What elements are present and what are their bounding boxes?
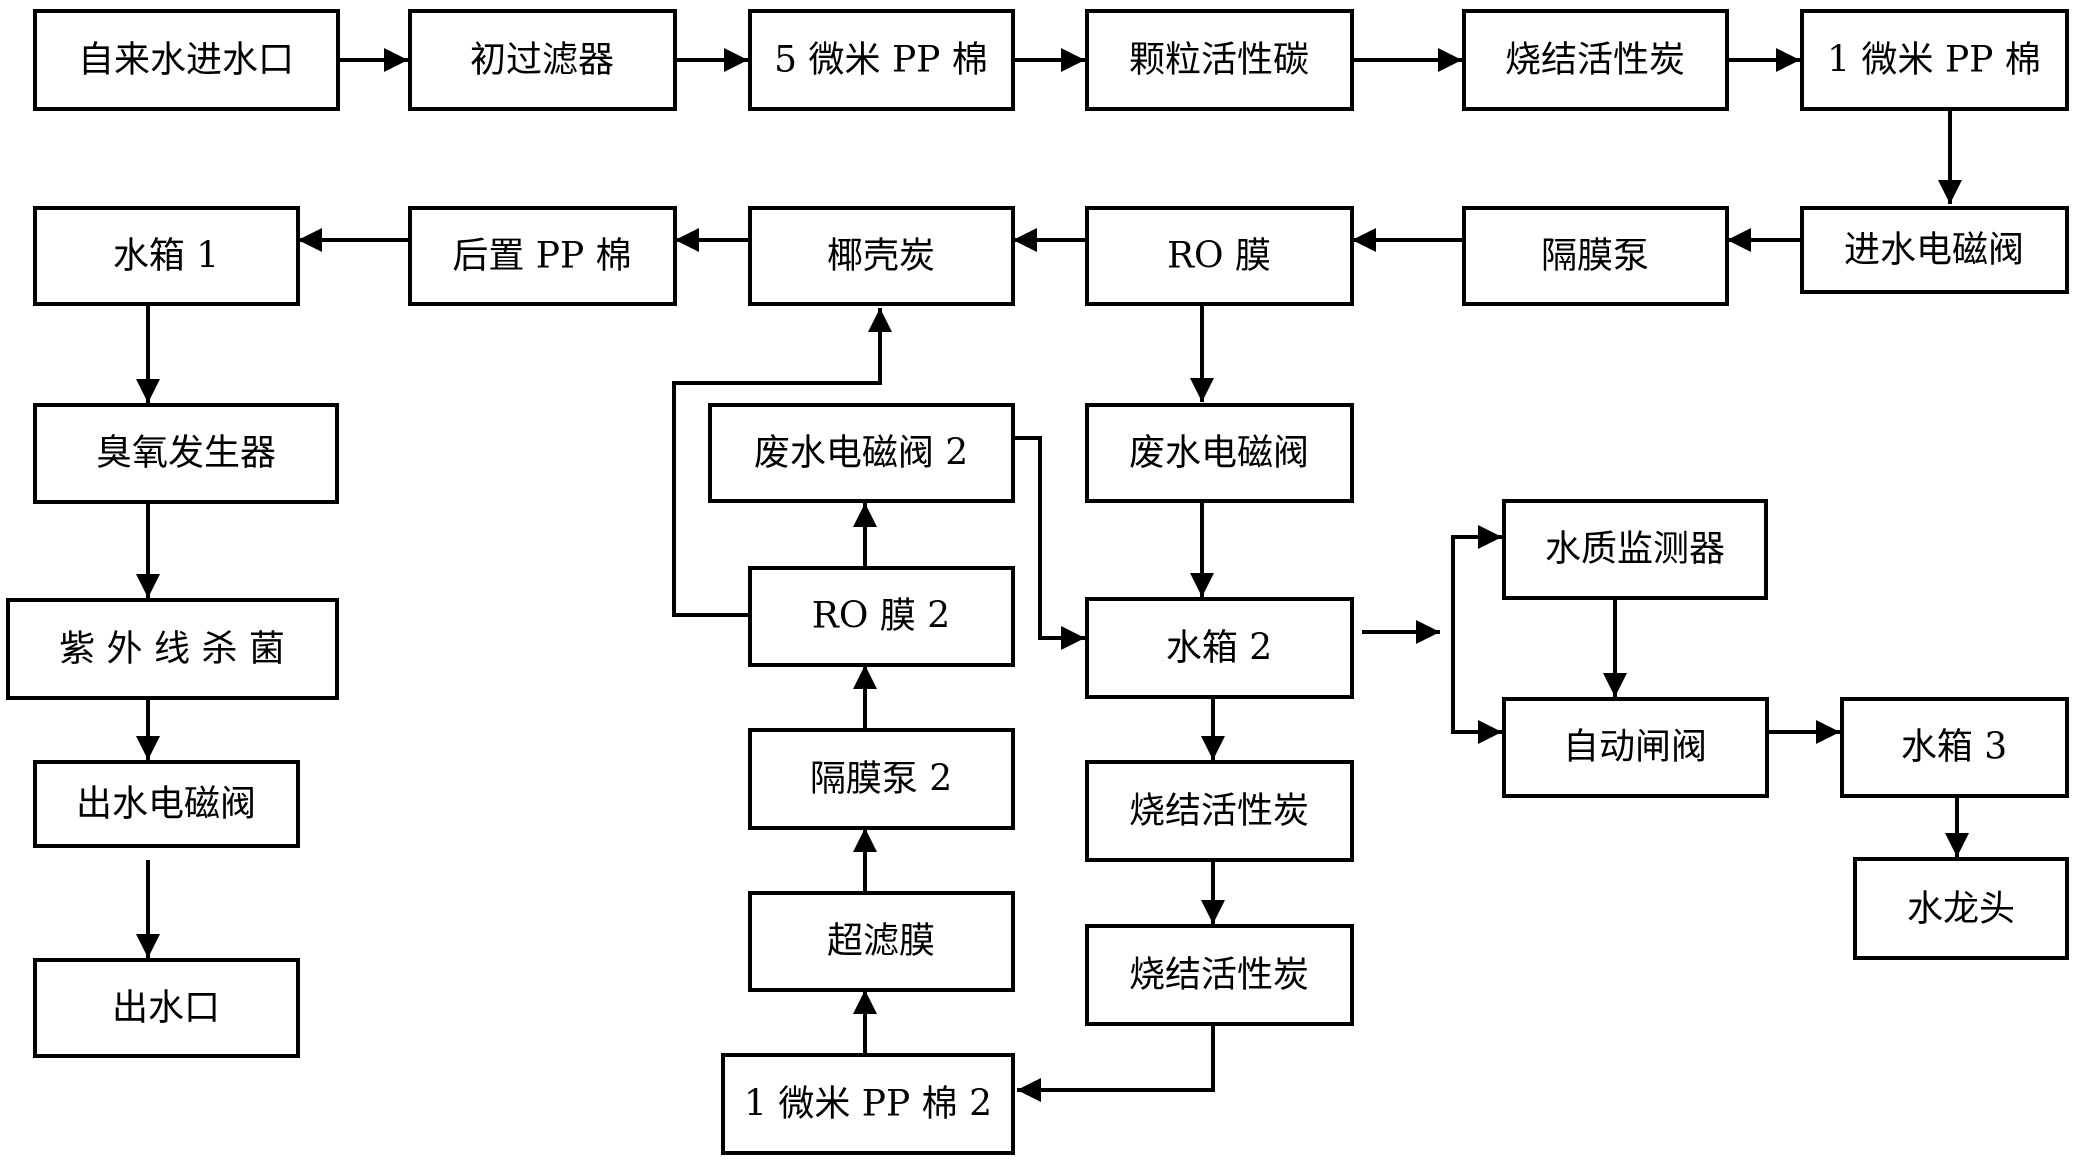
arrow-bracket-to-monitor: [1451, 525, 1502, 634]
node-waste-valve: 废水电磁阀: [1085, 403, 1354, 503]
arrow-bracket-to-gatevalve: [1451, 634, 1502, 744]
node-label: 出水口: [112, 988, 220, 1029]
node-tank3: 水箱 3: [1840, 697, 2069, 798]
node-post-pp: 后置 PP 棉: [408, 206, 677, 306]
node-label: 烧结活性炭: [1129, 955, 1309, 996]
arrow-sintered-b-to-pp1-2: [1017, 1024, 1215, 1102]
node-tank2: 水箱 2: [1085, 597, 1354, 699]
node-label: 水箱 2: [1166, 628, 1272, 669]
node-label: 紫 外 线 杀 菌: [59, 629, 285, 670]
node-pp1: 1 微米 PP 棉: [1800, 9, 2069, 111]
node-granular-carbon: 颗粒活性碳: [1085, 9, 1354, 111]
node-label: 自来水进水口: [78, 40, 294, 81]
node-label: 臭氧发生器: [96, 433, 276, 474]
node-diaphragm-pump: 隔膜泵: [1462, 206, 1729, 306]
node-quality-monitor: 水质监测器: [1502, 499, 1768, 600]
node-sintered-carbon-top: 烧结活性炭: [1462, 9, 1729, 111]
node-label: 水箱 3: [1901, 727, 2007, 768]
node-label: 水箱 1: [113, 236, 219, 277]
node-ultrafiltration: 超滤膜: [748, 891, 1015, 992]
node-label: 烧结活性炭: [1129, 791, 1309, 832]
node-label: 隔膜泵: [1541, 236, 1649, 277]
node-outlet: 出水口: [33, 958, 300, 1058]
node-diaphragm-pump2: 隔膜泵 2: [748, 728, 1015, 830]
node-faucet: 水龙头: [1853, 857, 2069, 960]
node-coconut-carbon: 椰壳炭: [748, 206, 1015, 306]
node-label: 超滤膜: [827, 921, 935, 962]
node-waste-valve2: 废水电磁阀 2: [708, 403, 1015, 503]
node-sintered-carbon-a: 烧结活性炭: [1085, 760, 1354, 862]
node-label: 进水电磁阀: [1844, 230, 2024, 271]
arrow-wastevalve2-to-tank2: [1013, 436, 1085, 650]
node-label: 5 微米 PP 棉: [774, 40, 988, 81]
connectors: [136, 48, 1969, 1102]
node-label: 烧结活性炭: [1505, 40, 1685, 81]
node-label: 1 微米 PP 棉 2: [744, 1084, 992, 1125]
node-pre-filter: 初过滤器: [408, 9, 677, 111]
node-label: 1 微米 PP 棉: [1827, 40, 2041, 81]
arrow-ro2-to-coconut: [672, 308, 892, 617]
node-ozone: 臭氧发生器: [33, 403, 339, 504]
node-tank1: 水箱 1: [33, 206, 300, 306]
node-label: 出水电磁阀: [76, 784, 256, 825]
node-label: RO 膜: [1167, 236, 1271, 277]
node-label: 自动闸阀: [1563, 727, 1707, 768]
node-label: 椰壳炭: [827, 236, 935, 277]
node-label: 隔膜泵 2: [810, 759, 952, 800]
node-uv: 紫 外 线 杀 菌: [6, 598, 339, 700]
node-pp5: 5 微米 PP 棉: [748, 9, 1015, 111]
node-label: 水质监测器: [1545, 529, 1725, 570]
node-label: 颗粒活性碳: [1129, 40, 1309, 81]
node-label: 废水电磁阀 2: [754, 433, 968, 474]
node-label: 初过滤器: [470, 40, 614, 81]
node-auto-gate-valve: 自动闸阀: [1502, 697, 1769, 798]
node-pp1-2: 1 微米 PP 棉 2: [721, 1053, 1015, 1155]
node-inlet-valve: 进水电磁阀: [1800, 206, 2069, 294]
node-ro-membrane2: RO 膜 2: [748, 566, 1015, 667]
node-label: 废水电磁阀: [1129, 433, 1309, 474]
node-ro-membrane: RO 膜: [1085, 206, 1354, 306]
node-label: 水龙头: [1907, 889, 2015, 930]
node-outlet-valve: 出水电磁阀: [33, 760, 300, 848]
node-label: 后置 PP 棉: [452, 236, 631, 277]
node-label: RO 膜 2: [812, 596, 950, 637]
node-sintered-carbon-b: 烧结活性炭: [1085, 924, 1354, 1026]
node-tap-inlet: 自来水进水口: [33, 9, 340, 111]
